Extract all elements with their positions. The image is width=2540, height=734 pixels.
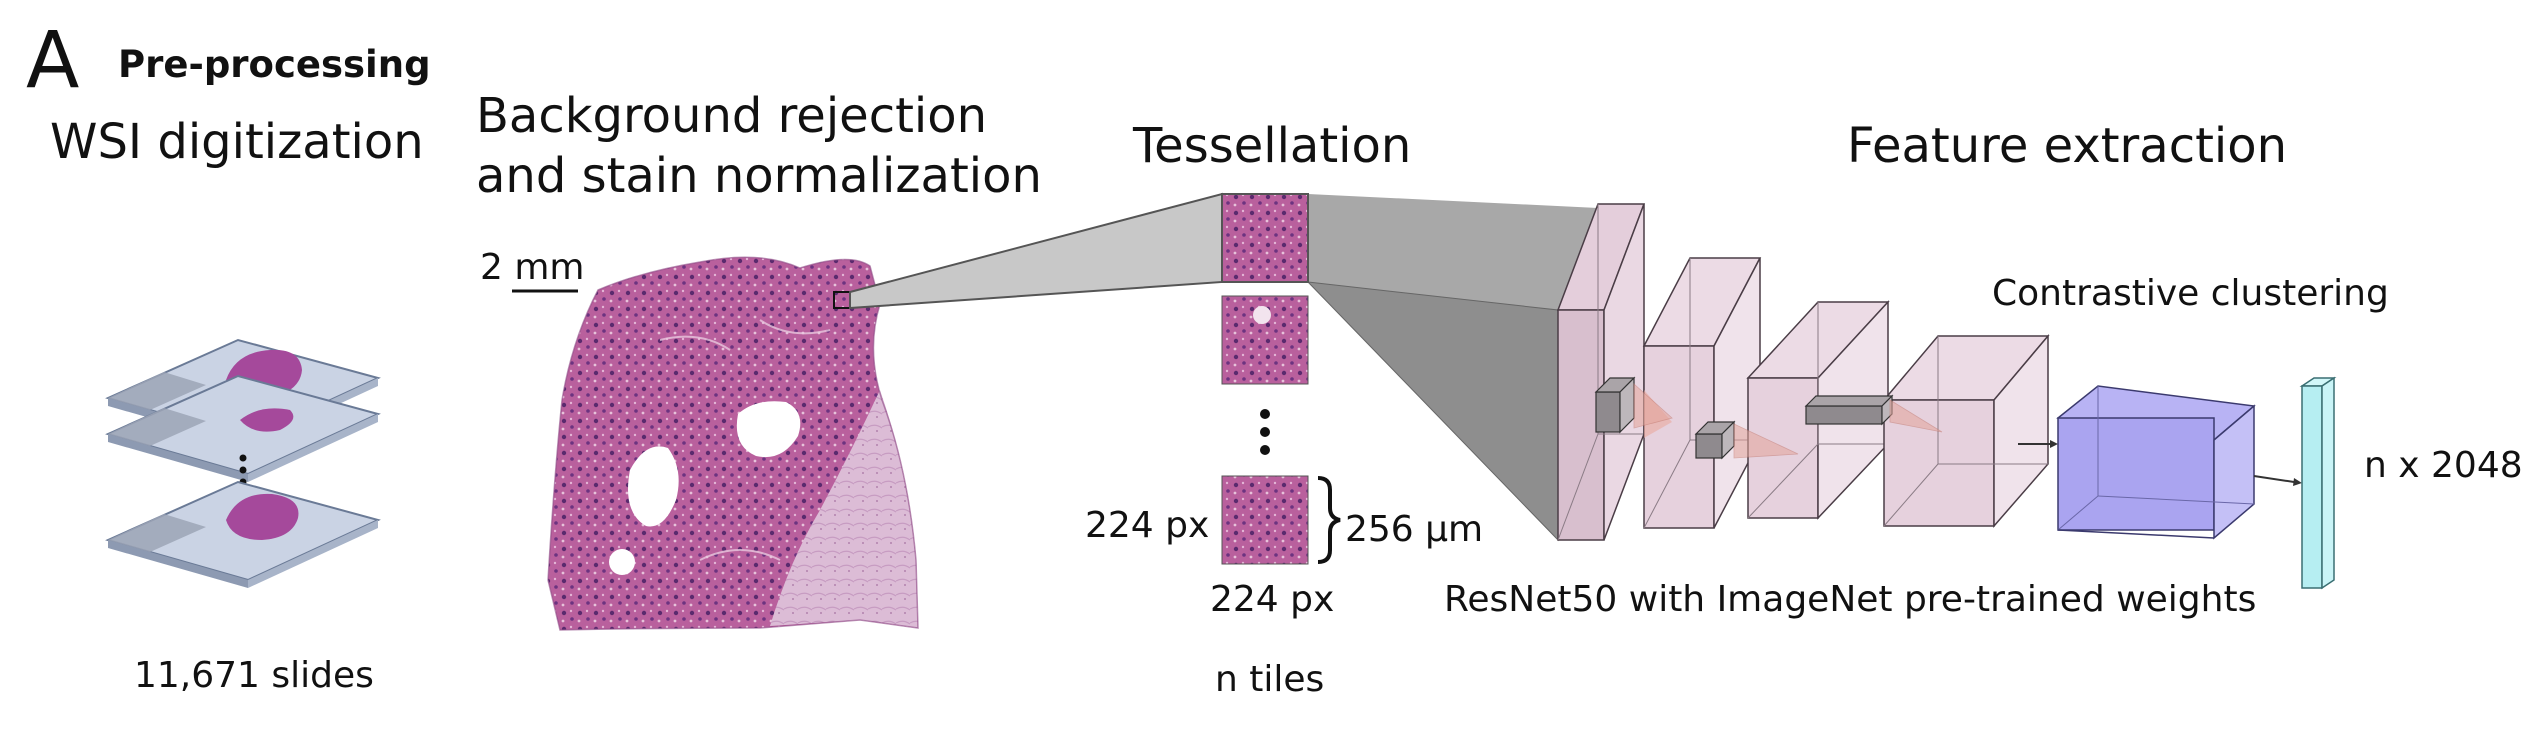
tile-vacuole	[1253, 306, 1271, 324]
tile-image	[1222, 194, 1308, 282]
glass-slide	[108, 482, 378, 588]
more-tiles-ellipsis	[1260, 409, 1270, 455]
zoom-cone	[850, 194, 1222, 308]
more-slides-ellipsis	[240, 455, 247, 486]
arrow-head	[2050, 440, 2058, 448]
tile-image	[1222, 476, 1308, 564]
cnn-block-4	[1884, 336, 2048, 526]
arrow-to-output	[2254, 476, 2294, 482]
output-feature-vector	[2302, 378, 2334, 588]
cnn-block-2	[1644, 258, 1760, 528]
funnel-side	[1308, 282, 1558, 540]
arrow-head	[2293, 478, 2302, 486]
tile-brace	[1318, 478, 1340, 562]
tissue-section	[548, 257, 918, 630]
contrastive-clustering-block	[2058, 386, 2254, 538]
